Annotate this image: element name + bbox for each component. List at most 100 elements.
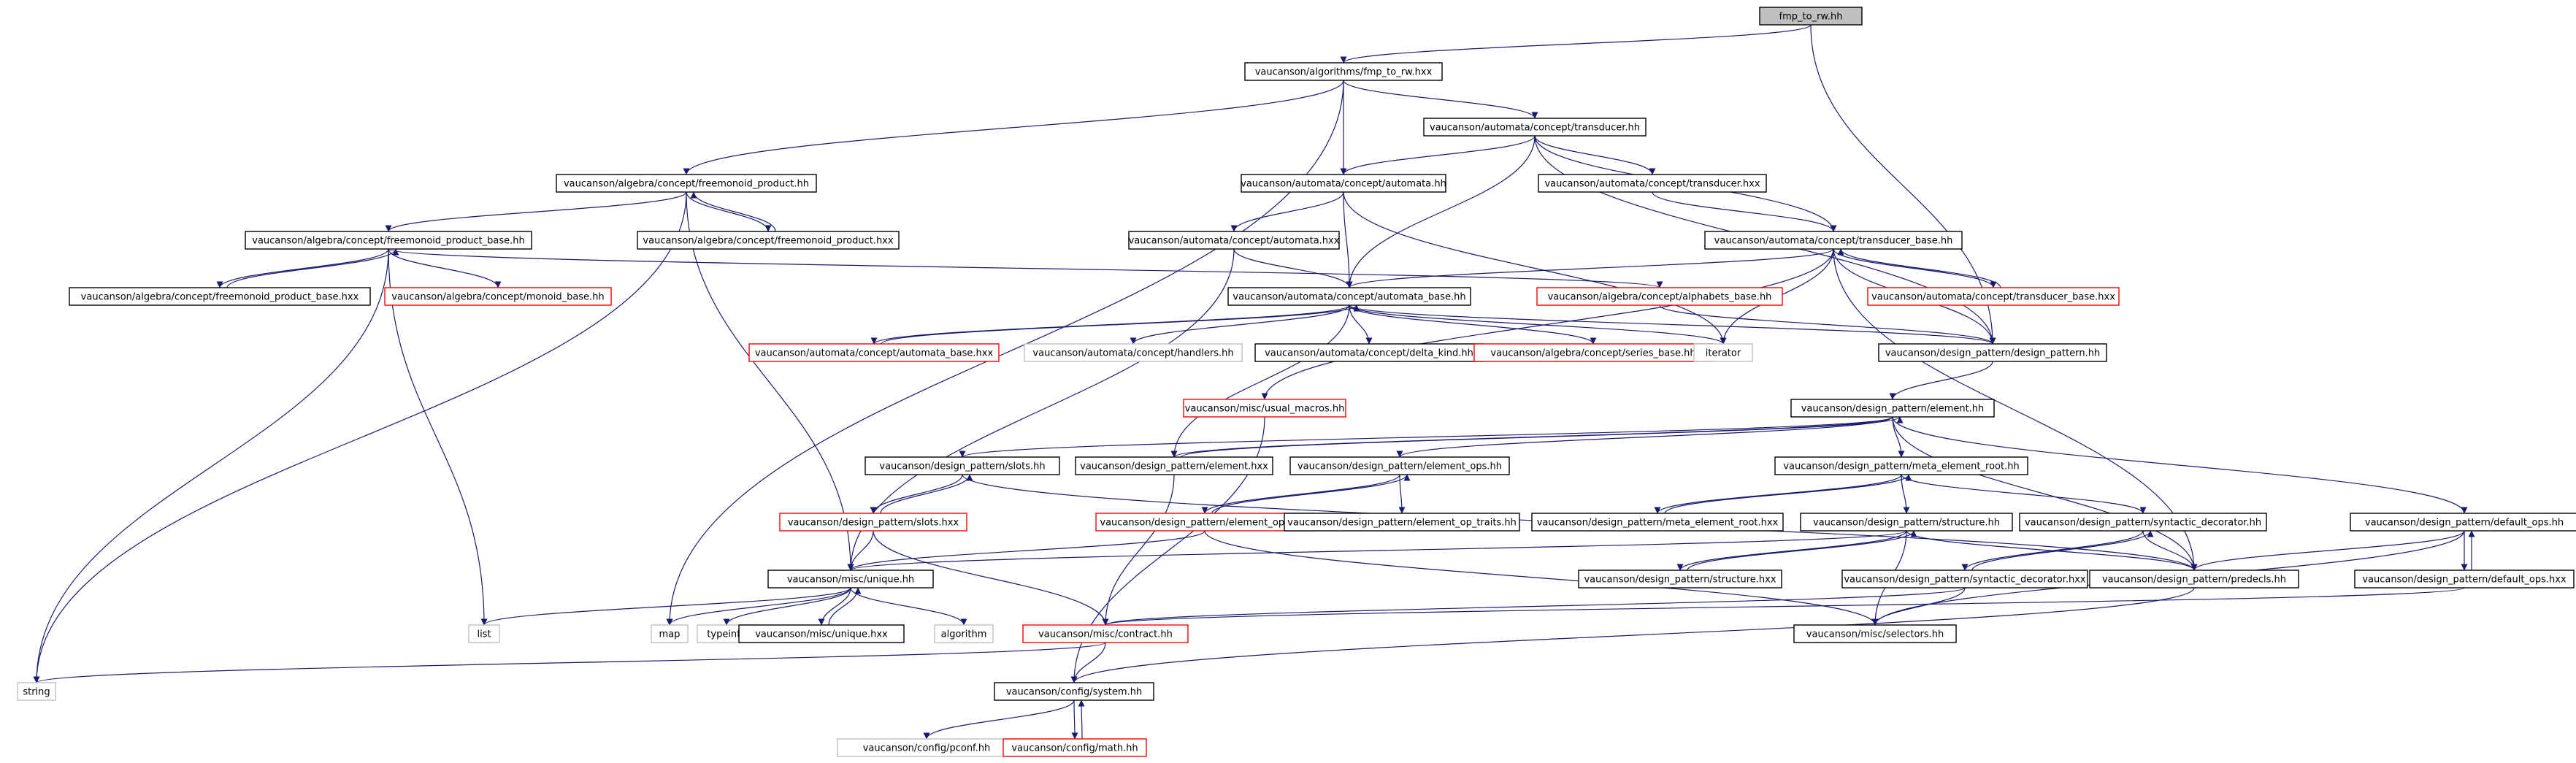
node-label: vaucanson/design_pattern/predecls.hh <box>2102 575 2286 586</box>
node-label: vaucanson/automata/concept/handlers.hh <box>1032 348 1233 359</box>
edge-transducer-hh-to-automata-base-hh <box>1346 135 1536 288</box>
edge-arrow <box>1664 474 1912 514</box>
edge-fm-product-base-hh-to-fm-product-base-hxx <box>216 248 389 288</box>
edge-arrow <box>1652 191 1837 232</box>
node-label: vaucanson/automata/concept/automata.hxx <box>1129 236 1340 247</box>
node-automata-hxx[interactable]: vaucanson/automata/concept/automata.hxx <box>1128 231 1340 250</box>
node-default-ops-hxx[interactable]: vaucanson/design_pattern/default_ops.hxx <box>2354 570 2575 588</box>
node-syntactic-decorator-hxx[interactable]: vaucanson/design_pattern/syntactic_decor… <box>1841 570 2088 588</box>
edge-syntactic-decorator-hxx-to-contract-hh <box>1102 587 1966 626</box>
node-predecls-hh[interactable]: vaucanson/design_pattern/predecls.hh <box>2089 570 2299 588</box>
node-alphabets-base-hh[interactable]: vaucanson/algebra/concept/alphabets_base… <box>1536 287 1783 306</box>
node-box <box>1183 399 1346 418</box>
node-label: vaucanson/design_pattern/meta_element_ro… <box>1537 518 1779 529</box>
node-box <box>1693 343 1753 362</box>
node-transducer-hxx[interactable]: vaucanson/automata/concept/transducer.hx… <box>1538 174 1767 193</box>
edge-arrow <box>1906 530 2198 571</box>
node-label: vaucanson/design_pattern/syntactic_decor… <box>2025 518 2261 529</box>
node-element-ops-hxx[interactable]: vaucanson/design_pattern/element_ops.hxx <box>1095 513 1314 532</box>
node-unique-hxx[interactable]: vaucanson/misc/unique.hxx <box>738 624 905 643</box>
node-box <box>556 174 817 193</box>
edge-arrow <box>1889 361 1993 400</box>
edge-arrow <box>1343 191 1727 345</box>
edge-arrow <box>1534 135 1656 175</box>
node-fm-product-hxx[interactable]: vaucanson/algebra/concept/freemonoid_pro… <box>637 231 900 250</box>
node-syntactic-decorator-hh[interactable]: vaucanson/design_pattern/syntactic_decor… <box>2019 513 2267 532</box>
edge-unique-hxx-to-unique-hh <box>828 587 862 626</box>
node-slots-hh[interactable]: vaucanson/design_pattern/slots.hh <box>865 456 1060 475</box>
node-delta-kind-hh[interactable]: vaucanson/automata/concept/delta_kind.hh <box>1254 343 1484 362</box>
node-fm-product-hh[interactable]: vaucanson/algebra/concept/freemonoid_pro… <box>556 174 817 193</box>
node-series-base-hh[interactable]: vaucanson/algebra/concept/series_base.hh <box>1473 343 1713 362</box>
node-math-hh[interactable]: vaucanson/config/math.hh <box>1003 738 1147 757</box>
node-label: vaucanson/algorithms/fmp_to_rw.hxx <box>1255 67 1433 78</box>
edge-arrow <box>1201 474 1400 514</box>
edge-automata-base-hh-to-series-base-hh <box>1349 304 1597 345</box>
node-label: list <box>477 629 491 640</box>
node-unique-hh[interactable]: vaucanson/misc/unique.hh <box>767 570 934 588</box>
node-label: vaucanson/misc/selectors.hh <box>1806 629 1944 640</box>
node-box <box>1254 343 1484 362</box>
node-structure-hxx[interactable]: vaucanson/design_pattern/structure.hxx <box>1578 570 1782 588</box>
node-element-ops-hh[interactable]: vaucanson/design_pattern/element_ops.hh <box>1289 456 1510 475</box>
node-design-pattern-hh[interactable]: vaucanson/design_pattern/design_pattern.… <box>1878 343 2107 362</box>
node-structure-hh[interactable]: vaucanson/design_pattern/structure.hh <box>1800 513 2013 532</box>
node-fm-product-base-hxx[interactable]: vaucanson/algebra/concept/freemonoid_pro… <box>69 287 371 306</box>
node-label: vaucanson/design_pattern/meta_element_ro… <box>1783 461 2019 472</box>
node-algo-fmp[interactable]: vaucanson/algorithms/fmp_to_rw.hxx <box>1244 62 1443 81</box>
node-box <box>69 287 371 306</box>
node-usual-macros-hh[interactable]: vaucanson/misc/usual_macros.hh <box>1183 399 1346 418</box>
node-element-hh[interactable]: vaucanson/design_pattern/element.hh <box>1790 399 1995 418</box>
node-transducer-hh[interactable]: vaucanson/automata/concept/transducer.hh <box>1423 118 1647 137</box>
node-box <box>637 231 900 250</box>
node-monoid-base-hh[interactable]: vaucanson/algebra/concept/monoid_base.hh <box>384 287 612 306</box>
edge-arrow <box>881 304 1360 345</box>
edge-arrow <box>1181 416 1904 458</box>
node-selectors-hh[interactable]: vaucanson/misc/selectors.hh <box>1793 624 1957 643</box>
edge-meta-element-root-hh-to-syntactic-decorator-hh <box>1901 474 2147 514</box>
node-system-hh[interactable]: vaucanson/config/system.hh <box>994 682 1154 701</box>
node-meta-element-root-hxx[interactable]: vaucanson/design_pattern/meta_element_ro… <box>1531 513 1784 532</box>
node-element-hxx[interactable]: vaucanson/design_pattern/element.hxx <box>1075 456 1273 475</box>
edge-arrow <box>1261 248 1834 400</box>
edge-arrow <box>1071 699 1078 740</box>
edge-unique-hh-to-list <box>480 587 851 626</box>
edge-arrow <box>1340 135 1536 175</box>
node-label: vaucanson/misc/contract.hh <box>1038 629 1173 640</box>
node-box <box>1841 570 2088 588</box>
edge-arrow <box>1349 304 1996 345</box>
node-label: vaucanson/algebra/concept/freemonoid_pro… <box>252 236 525 247</box>
node-meta-element-root-hh[interactable]: vaucanson/design_pattern/meta_element_ro… <box>1774 456 2028 475</box>
edge-algo-fmp-to-transducer-hh <box>1343 80 1538 119</box>
edge-arrow <box>873 530 1109 626</box>
node-automata-hh[interactable]: vaucanson/automata/concept/automata.hh <box>1241 174 1446 193</box>
edge-arrow <box>1901 474 1910 514</box>
node-transducer-base-hh[interactable]: vaucanson/automata/concept/transducer_ba… <box>1704 231 1963 250</box>
node-element-op-traits-hh[interactable]: vaucanson/design_pattern/element_op_trai… <box>1284 513 1520 532</box>
node-box <box>1538 174 1767 193</box>
node-fm-product-base-hh[interactable]: vaucanson/algebra/concept/freemonoid_pro… <box>245 231 532 250</box>
edge-slots-hxx-to-contract-hh <box>873 530 1109 626</box>
edge-arrow <box>1170 304 1350 458</box>
edge-fm-product-base-hh-to-list <box>388 248 488 626</box>
edge-arrow <box>1230 191 1344 232</box>
edge-predecls-hh-to-system-hh <box>1070 587 2195 683</box>
node-label: vaucanson/config/math.hh <box>1011 743 1138 754</box>
node-contract-hh[interactable]: vaucanson/misc/contract.hh <box>1022 624 1189 643</box>
node-root[interactable]: fmp_to_rw.hh <box>1759 7 1863 26</box>
node-automata-base-hh[interactable]: vaucanson/automata/concept/automata_base… <box>1227 287 1471 306</box>
node-slots-hxx[interactable]: vaucanson/design_pattern/slots.hxx <box>779 513 967 532</box>
node-automata-base-hxx[interactable]: vaucanson/automata/concept/automata_base… <box>748 343 1000 362</box>
node-transducer-base-hxx[interactable]: vaucanson/automata/concept/transducer_ba… <box>1867 287 2120 306</box>
node-default-ops-hh[interactable]: vaucanson/design_pattern/default_ops.hh <box>2350 513 2576 532</box>
edge-default-ops-hxx-to-contract-hh <box>1103 587 2465 626</box>
edge-meta-element-root-hh-to-structure-hh <box>1901 474 1910 514</box>
edge-arrow <box>1654 474 1902 514</box>
node-box <box>1800 513 2013 532</box>
node-label: vaucanson/design_pattern/element.hh <box>1801 404 1985 415</box>
edge-math-hh-to-system-hh <box>1078 699 1085 740</box>
edge-element-hxx-to-element-hh <box>1181 416 1904 458</box>
node-box <box>1423 118 1647 137</box>
node-label: vaucanson/design_pattern/structure.hh <box>1813 518 2000 529</box>
node-box <box>1227 287 1471 306</box>
